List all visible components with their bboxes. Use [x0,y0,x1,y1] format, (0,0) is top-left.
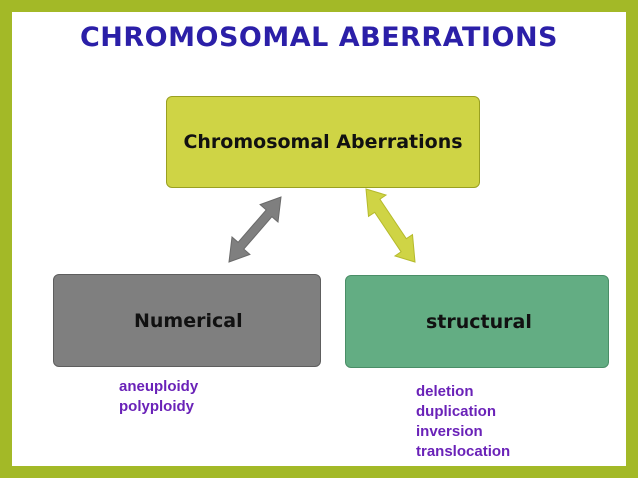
root-node-box: Chromosomal Aberrations [166,96,480,188]
double-arrow-root-structural [365,188,416,263]
double-arrow-root-numerical [228,196,282,263]
structural-node-box: structural [345,275,609,368]
list-item: polyploidy [119,398,194,415]
list-item: aneuploidy [119,378,199,395]
structural-node-label: structural [426,310,532,333]
structural-types-list: deletion duplication inversion transloca… [416,382,510,462]
root-node-label: Chromosomal Aberrations [183,131,463,153]
list-item: duplication [416,403,496,420]
slide-content-area [12,12,626,466]
numerical-node-label: Numerical [134,309,243,332]
numerical-node-box: Numerical [53,274,321,367]
numerical-types-list: aneuploidy polyploidy [119,377,198,417]
slide-title: CHROMOSOMAL ABERRATIONS [79,22,558,53]
list-item: translocation [416,443,511,460]
list-item: inversion [416,423,483,440]
list-item: deletion [416,383,474,400]
